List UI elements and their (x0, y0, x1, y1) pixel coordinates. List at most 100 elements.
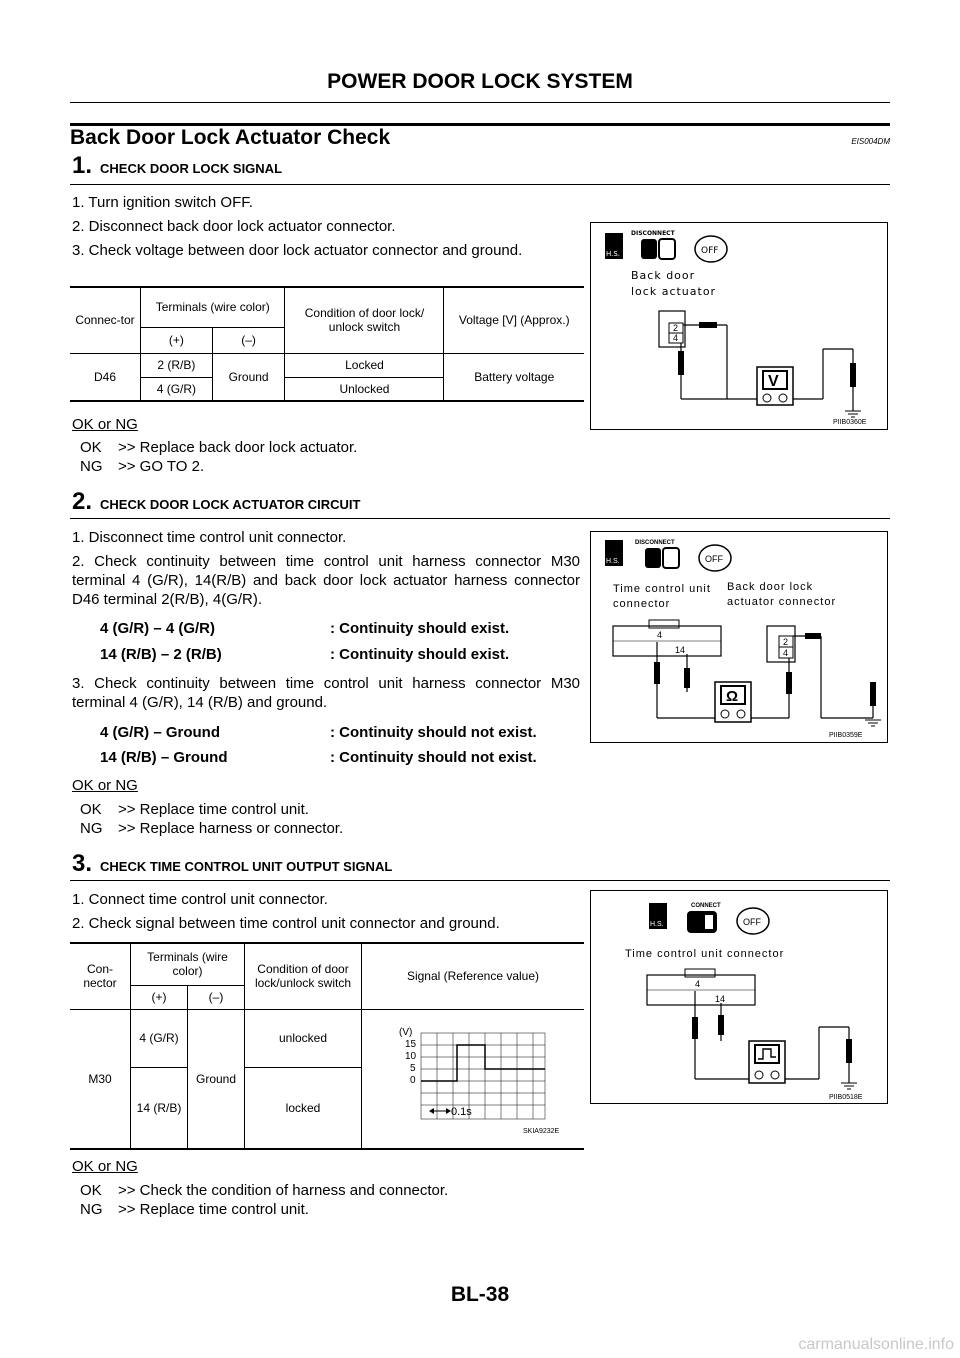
connector-disconnect-icon (645, 547, 680, 569)
hs-icon: H.S. (605, 233, 623, 259)
svg-text:OFF: OFF (705, 554, 723, 564)
fig1-label-line2: lock actuator (631, 285, 716, 298)
svg-text:0: 0 (410, 1075, 416, 1086)
th-plus: (+) (130, 985, 188, 1010)
th-voltage: Voltage [V] (Approx.) (443, 287, 584, 354)
fig1-code: PIIB0360E (833, 419, 867, 426)
ok-key: OK (80, 439, 102, 456)
disconnect-tag: DISCONNECT (631, 230, 676, 237)
step1-item-3: 3. Check voltage between door lock actua… (72, 242, 523, 259)
ng-key: NG (80, 820, 103, 837)
svg-text:14: 14 (715, 994, 725, 1004)
step1-voltage-table: Connec-tor Terminals (wire color) Condit… (70, 286, 584, 402)
voltmeter-icon: V (756, 366, 794, 406)
actuator-connector: 2 4 (658, 310, 686, 348)
step3-rule (70, 880, 890, 881)
spec-left: 14 (R/B) – Ground (100, 749, 228, 766)
figure3-drawing: H.S. CONNECT OFF Time control unit conne… (625, 903, 863, 1101)
svg-text:14: 14 (675, 645, 685, 655)
disconnect-tag: DISCONNECT (635, 540, 675, 546)
svg-text:15: 15 (405, 1039, 417, 1050)
th-condition: Condition of door lock/unlock switch (244, 943, 362, 1010)
cell-plus-1: 4 (G/R) (130, 1009, 188, 1068)
cell-minus: Ground (187, 1009, 245, 1150)
ground-symbol (865, 719, 881, 727)
svg-text:H.S.: H.S. (650, 921, 664, 928)
connect-tag: CONNECT (691, 903, 721, 909)
spec-right: : Continuity should not exist. (330, 724, 537, 741)
fig3-code: PIIB0518E (829, 1094, 863, 1101)
svg-text:2: 2 (673, 323, 678, 333)
step1-rule (70, 184, 890, 185)
fig2-label-left-2: connector (613, 598, 670, 610)
hs-icon: H.S. (649, 903, 667, 929)
step3-title: CHECK TIME CONTROL UNIT OUTPUT SIGNAL (100, 859, 393, 874)
cell-signal-scope: (V) 15 10 5 0 0.1s (361, 1009, 584, 1149)
svg-text:2: 2 (783, 637, 788, 647)
ignition-off-icon: OFF (698, 544, 732, 572)
hs-icon: H.S. (605, 540, 623, 566)
step1-okng: OK or NG (72, 416, 138, 433)
step3-item-1: 1. Connect time control unit connector. (72, 891, 328, 908)
section-rule (70, 123, 890, 126)
cell-cond-2: locked (244, 1067, 362, 1150)
cell-plus-1: 2 (R/B) (140, 353, 213, 378)
step2-title: CHECK DOOR LOCK ACTUATOR CIRCUIT (100, 497, 361, 512)
step2-number: 2. (72, 488, 93, 515)
step1-number: 1. (72, 152, 93, 179)
svg-text:OFF: OFF (743, 917, 761, 927)
header-rule (70, 102, 890, 103)
figure-tcu-signal: H.S. CONNECT OFF Time control unit conne… (590, 890, 888, 1104)
step3-item-2: 2. Check signal between time control uni… (72, 915, 500, 932)
fig2-code: PIIB0359E (829, 732, 863, 739)
actuator-connector: 2 4 (766, 625, 796, 663)
ng-key: NG (80, 1201, 103, 1218)
step1-item-2: 2. Disconnect back door lock actuator co… (72, 218, 396, 235)
step2-spec2-row2: 14 (R/B) – Ground : Continuity should not… (100, 749, 537, 766)
step3-ok-line: OK >> Check the condition of harness and … (80, 1181, 448, 1200)
svg-text:H.S.: H.S. (606, 558, 620, 565)
cell-plus-2: 14 (R/B) (130, 1067, 188, 1150)
tcu-connector: 4 14 (612, 619, 722, 657)
step1-item-1: 1. Turn ignition switch OFF. (72, 194, 253, 211)
step1-ok-line: OK>> Replace back door lock actuator. (80, 438, 357, 457)
step3-okng: OK or NG (72, 1158, 138, 1175)
th-connector: Con-nector (70, 943, 131, 1010)
ok-key: OK (80, 1182, 102, 1199)
cell-cond-2: Unlocked (284, 377, 444, 402)
connector-disconnect-icon (641, 238, 676, 260)
svg-text:V: V (768, 373, 779, 390)
step1-ng-line: NG>> GO TO 2. (80, 457, 204, 476)
th-plus: (+) (140, 327, 213, 354)
spec-right: : Continuity should not exist. (330, 749, 537, 766)
ng-text: >> Replace harness or connector. (118, 820, 344, 837)
ohmmeter-icon: Ω (714, 681, 752, 723)
figure-circuit-continuity: H.S. DISCONNECT OFF Time control unit co… (590, 531, 888, 743)
step3-signal-table: Con-nector Terminals (wire color) Condit… (70, 942, 584, 1150)
figure-back-door-voltage: H.S. DISCONNECT OFF Back door lock actua… (590, 222, 888, 430)
cell-voltage: Battery voltage (443, 353, 584, 402)
ok-text: >> Replace time control unit. (118, 801, 309, 818)
page-header-title: POWER DOOR LOCK SYSTEM (327, 70, 633, 93)
step1-title: CHECK DOOR LOCK SIGNAL (100, 161, 283, 176)
th-terminals: Terminals (wire color) (139, 287, 285, 328)
ng-text: >> GO TO 2. (118, 458, 205, 475)
cell-plus-2: 4 (G/R) (140, 377, 213, 402)
step2-spec1-row1: 4 (G/R) – 4 (G/R): Continuity should exi… (100, 620, 509, 637)
step2-okng: OK or NG (72, 777, 138, 794)
ok-text: >> Check the condition of harness and co… (118, 1182, 449, 1199)
step2-item-2: 2. Check continuity between time control… (72, 553, 580, 608)
spec-left: 4 (G/R) – Ground (100, 724, 220, 741)
svg-text:0.1s: 0.1s (451, 1106, 472, 1118)
step3-heading: 3.CHECK TIME CONTROL UNIT OUTPUT SIGNAL (72, 850, 392, 878)
section-title: Back Door Lock Actuator Check (70, 126, 391, 149)
cell-connector: M30 (70, 1009, 131, 1150)
step3-ng-line: NG >> Replace time control unit. (80, 1200, 309, 1219)
step2-ok-line: OK>> Replace time control unit. (80, 800, 309, 819)
figure1-drawing: H.S. DISCONNECT OFF Back door lock actua… (605, 230, 867, 426)
spec-right: : Continuity should exist. (330, 620, 510, 637)
ng-text: >> Replace time control unit. (118, 1201, 309, 1218)
step2-spec1-row2: 14 (R/B) – 2 (R/B): Continuity should ex… (100, 646, 509, 663)
oscilloscope-icon (748, 1040, 786, 1084)
step2-spec2-row1: 4 (G/R) – Ground : Continuity should not … (100, 724, 537, 741)
